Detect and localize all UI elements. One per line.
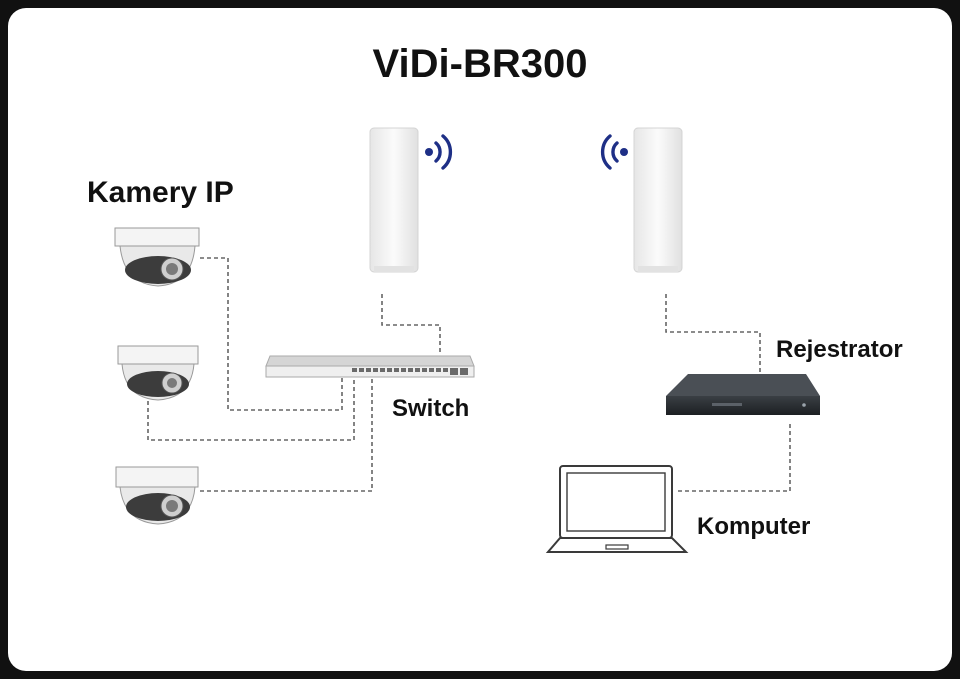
wireless-bridge-icon [369,127,419,273]
cable-camera-1-switch [200,257,343,411]
dome-camera-icon [114,227,200,287]
cables [147,257,791,492]
label-computer: Komputer [697,513,811,540]
wifi-signal-icon [600,134,628,170]
dome-camera-icon [117,345,199,401]
recorder-icon [666,374,820,415]
cable-bridge-right-recorder [665,294,761,372]
wifi-signal-icon [425,134,453,170]
label-switch: Switch [392,395,470,422]
cable-bridge-left-switch [381,294,441,354]
wireless-bridge-icon [633,127,683,273]
diagram-frame [8,8,952,671]
label-recorder: Rejestrator [776,336,903,363]
network-switch-icon [265,355,475,378]
cable-recorder-computer [676,424,791,492]
label-ip-cameras: Kamery IP [87,176,234,209]
cable-camera-2-switch [147,378,355,441]
cable-camera-3-switch [200,378,373,492]
page-title: ViDi-BR300 [372,42,588,86]
laptop-icon [545,465,689,553]
dome-camera-icon [115,466,199,525]
